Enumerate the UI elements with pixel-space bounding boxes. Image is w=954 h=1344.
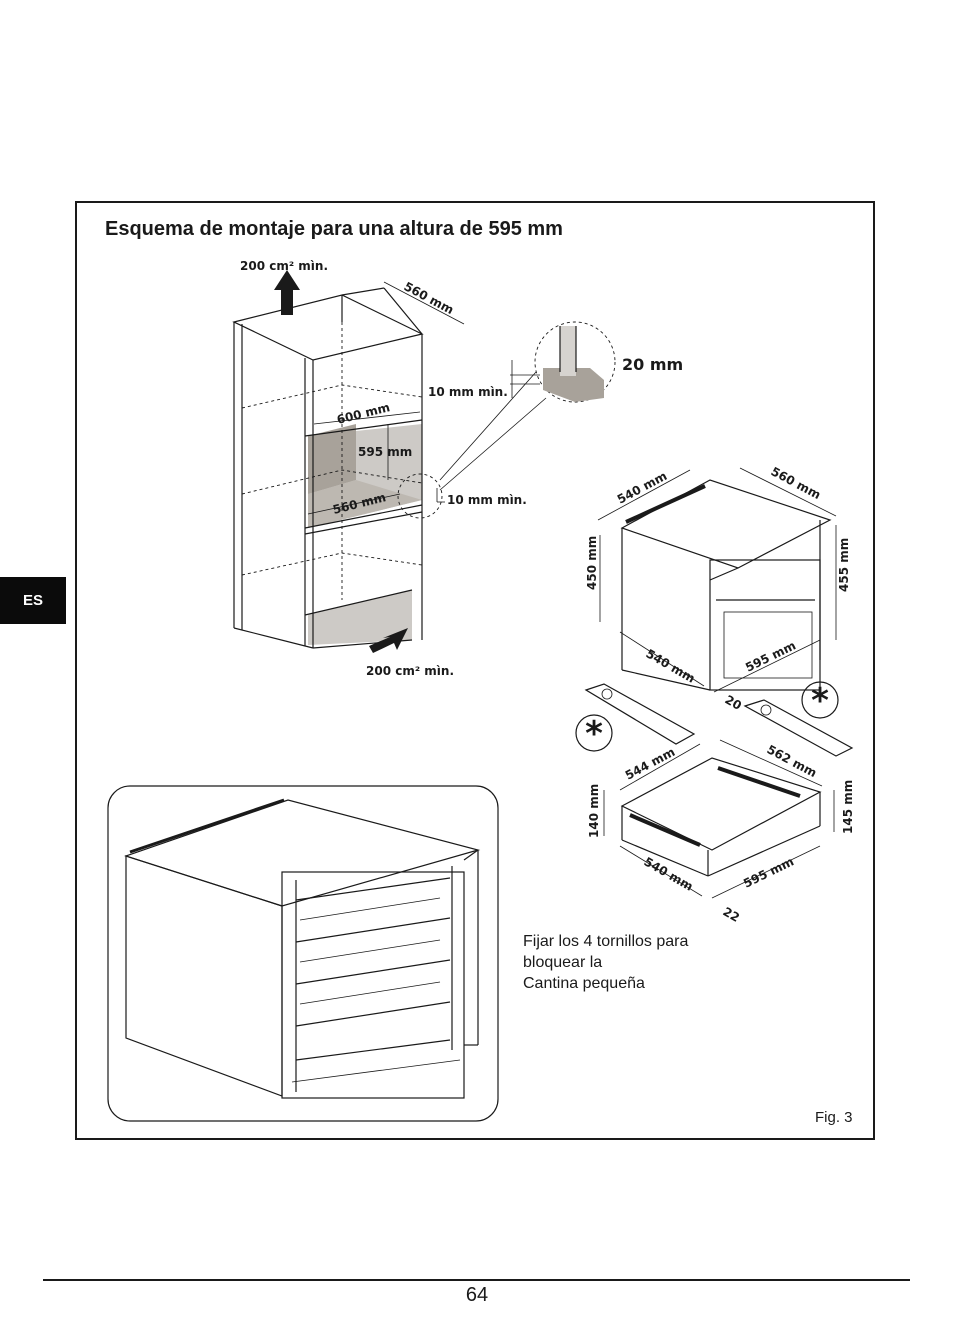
note-line-2: bloquear la bbox=[523, 954, 603, 971]
label-cab-depth: 560 mm bbox=[402, 279, 456, 317]
vent-arrow-up-icon bbox=[274, 270, 300, 315]
screw-marker-icon-left bbox=[575, 714, 613, 752]
screw-marker-icon-right bbox=[801, 681, 839, 719]
label-drawer-offset: 22 bbox=[721, 904, 742, 924]
label-cab-width: 600 mm bbox=[335, 400, 391, 427]
figure-frame bbox=[75, 201, 875, 1140]
label-cab-height: 595 mm bbox=[358, 445, 412, 459]
cabinet-drawing bbox=[232, 270, 547, 653]
note-line-1: Fijar los 4 tornillos para bbox=[523, 933, 689, 950]
figure-label: Fig. 3 bbox=[815, 1109, 853, 1126]
label-drawer-bottom-width: 540 mm bbox=[642, 854, 696, 893]
wine-cooler-illustration bbox=[107, 785, 499, 1122]
page-number: 64 bbox=[465, 1284, 489, 1306]
svg-text:*: * bbox=[811, 681, 829, 721]
detail-magnifier bbox=[510, 321, 616, 403]
mounting-brackets: * * bbox=[575, 681, 854, 757]
cavity-fill-dark bbox=[308, 424, 356, 494]
label-drawer-right-height: 145 mm bbox=[841, 780, 855, 834]
svg-text:*: * bbox=[585, 714, 603, 754]
label-oven-top-width: 540 mm bbox=[615, 469, 669, 507]
label-gap-bottom: 10 mm mìn. bbox=[447, 493, 527, 507]
drawer-drawing bbox=[603, 739, 835, 899]
language-tab: ES bbox=[0, 577, 66, 624]
oven-drawing bbox=[597, 467, 837, 693]
footer-divider bbox=[43, 1279, 910, 1281]
mounting-note: Fijar los 4 tornillos para bloquear la C… bbox=[523, 931, 753, 994]
cavity-floor bbox=[308, 480, 422, 528]
label-drawer-top-width: 544 mm bbox=[623, 745, 677, 783]
label-oven-offset: 20 bbox=[723, 692, 744, 712]
label-detail: 20 mm bbox=[622, 355, 683, 374]
label-oven-front-width: 595 mm bbox=[743, 638, 798, 674]
plinth-fill bbox=[308, 590, 412, 645]
note-line-3: Cantina pequeña bbox=[523, 975, 645, 992]
label-drawer-front-width: 595 mm bbox=[741, 854, 796, 890]
label-oven-top-depth: 560 mm bbox=[769, 464, 823, 502]
figure-title: Esquema de montaje para una altura de 59… bbox=[105, 218, 563, 240]
label-gap-top: 10 mm mìn. bbox=[428, 385, 508, 399]
label-oven-right-height: 455 mm bbox=[837, 538, 851, 592]
label-drawer-depth: 562 mm bbox=[765, 742, 819, 780]
label-vent-top: 200 cm² mìn. bbox=[240, 259, 328, 273]
label-oven-left-height: 450 mm bbox=[585, 536, 599, 590]
label-vent-bottom: 200 cm² mìn. bbox=[366, 664, 454, 678]
label-drawer-left-height: 140 mm bbox=[587, 784, 601, 838]
label-oven-bottom-width: 540 mm bbox=[644, 646, 698, 685]
vent-arrow-in-icon bbox=[369, 628, 408, 653]
